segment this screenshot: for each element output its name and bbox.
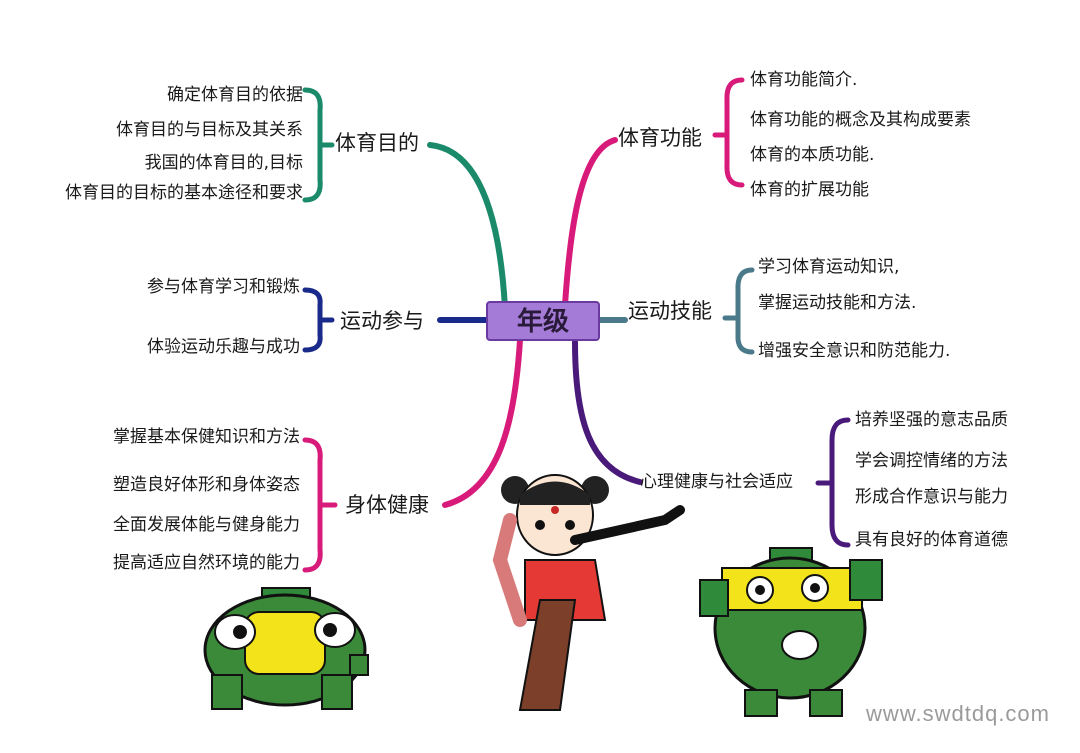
leaf-skills-3: 增强安全意识和防范能力.	[758, 341, 950, 361]
bracket-purpose	[302, 87, 335, 203]
bracket-skills	[722, 267, 755, 355]
leaf-function-3: 体育的本质功能.	[750, 145, 874, 165]
branch-label-participation: 运动参与	[340, 309, 424, 333]
leaf-function-2: 体育功能的概念及其构成要素	[750, 109, 971, 130]
leaf-skills-2: 掌握运动技能和方法.	[758, 293, 916, 313]
bracket-mental	[815, 417, 851, 548]
branch-label-purpose: 体育目的	[335, 131, 419, 155]
branch-label-skills: 运动技能	[628, 299, 712, 323]
leaf-health-3: 全面发展体能与健身能力	[113, 515, 300, 535]
bracket-participation	[302, 287, 335, 353]
leaf-participation-1: 参与体育学习和锻炼	[147, 277, 300, 297]
mascot-right-illustration	[699, 547, 883, 717]
leaf-function-1: 体育功能简介.	[750, 70, 857, 90]
branch-label-function: 体育功能	[618, 126, 702, 150]
center-label: 年级	[517, 306, 569, 337]
leaf-skills-1: 学习体育运动知识,	[758, 257, 899, 277]
leaf-purpose-2: 体育目的与目标及其关系	[116, 120, 303, 140]
branch-label-health: 身体健康	[345, 493, 429, 517]
mascot-left-illustration	[203, 587, 369, 710]
leaf-health-1: 掌握基本保健知识和方法	[113, 427, 300, 447]
leaf-mental-1: 培养坚强的意志品质	[855, 410, 1008, 430]
character-illustration	[492, 474, 685, 711]
watermark: www.swdtdq.com	[866, 701, 1050, 726]
branch-line-mental	[572, 339, 643, 485]
bracket-function	[712, 77, 745, 188]
leaf-function-4: 体育的扩展功能	[750, 180, 869, 200]
branch-label-mental: 心理健康与社会适应	[640, 472, 793, 492]
center-node	[486, 301, 600, 341]
leaf-purpose-1: 确定体育目的依据	[167, 85, 303, 105]
leaf-mental-3: 形成合作意识与能力	[855, 487, 1008, 507]
leaf-purpose-3: 我国的体育目的,目标	[145, 153, 303, 173]
leaf-purpose-4: 体育目的目标的基本途径和要求	[65, 183, 303, 203]
bracket-health	[302, 437, 338, 573]
branch-line-health	[442, 337, 523, 508]
branch-line-purpose	[427, 142, 508, 311]
leaf-health-2: 塑造良好体形和身体姿态	[113, 475, 300, 495]
leaf-mental-4: 具有良好的体育道德	[855, 530, 1008, 550]
leaf-health-4: 提高适应自然环境的能力	[113, 553, 300, 573]
branch-line-function	[562, 137, 618, 308]
leaf-mental-2: 学会调控情绪的方法	[855, 451, 1008, 471]
leaf-participation-2: 体验运动乐趣与成功	[147, 337, 300, 357]
